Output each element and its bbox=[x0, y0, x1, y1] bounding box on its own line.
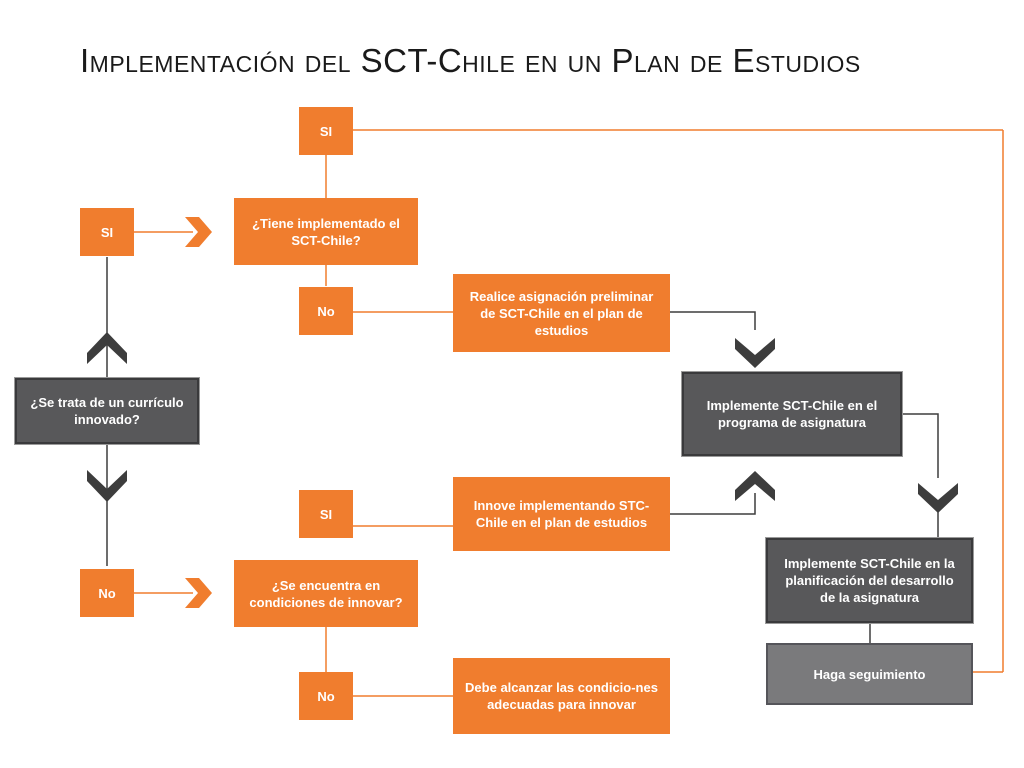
innove-box: Innove implementando STC-Chile en el pla… bbox=[453, 477, 670, 551]
chevron-up-icon bbox=[735, 471, 775, 501]
chevron-down-icon bbox=[918, 483, 958, 513]
realice-asignacion-box: Realice asignación preliminar de SCT-Chi… bbox=[453, 274, 670, 352]
implemente-planificacion-box: Implemente SCT-Chile en la planificación… bbox=[765, 537, 974, 624]
si-top-box: SI bbox=[299, 107, 353, 155]
page-title: Implementación del SCT-Chile en un Plan … bbox=[80, 42, 861, 79]
connector-innove-to-implemente bbox=[670, 493, 756, 515]
chevron-right-icon bbox=[185, 578, 212, 608]
chevron-right-icon bbox=[185, 217, 212, 247]
condiciones-innovar-box: ¿Se encuentra en condiciones de innovar? bbox=[234, 560, 418, 627]
curriculo-innovado-box: ¿Se trata de un currículo innovado? bbox=[14, 377, 200, 445]
chevron-up-icon bbox=[87, 332, 127, 364]
connector-realice-to-implemente bbox=[670, 311, 756, 330]
connector-implemente-to-planificacion bbox=[902, 413, 939, 478]
no-bottom-box: No bbox=[299, 672, 353, 720]
tiene-implementado-box: ¿Tiene implementado el SCT-Chile? bbox=[234, 198, 418, 265]
no-left-box: No bbox=[80, 569, 134, 617]
chevron-down-icon bbox=[735, 338, 775, 368]
implemente-programa-box: Implemente SCT-Chile en el programa de a… bbox=[681, 371, 903, 457]
si-lower-box: SI bbox=[299, 490, 353, 538]
debe-alcanzar-box: Debe alcanzar las condicio-nes adecuadas… bbox=[453, 658, 670, 734]
si-left-box: SI bbox=[80, 208, 134, 256]
chevron-down-icon bbox=[87, 470, 127, 502]
haga-seguimiento-box: Haga seguimiento bbox=[766, 643, 973, 705]
no-mid-box: No bbox=[299, 287, 353, 335]
